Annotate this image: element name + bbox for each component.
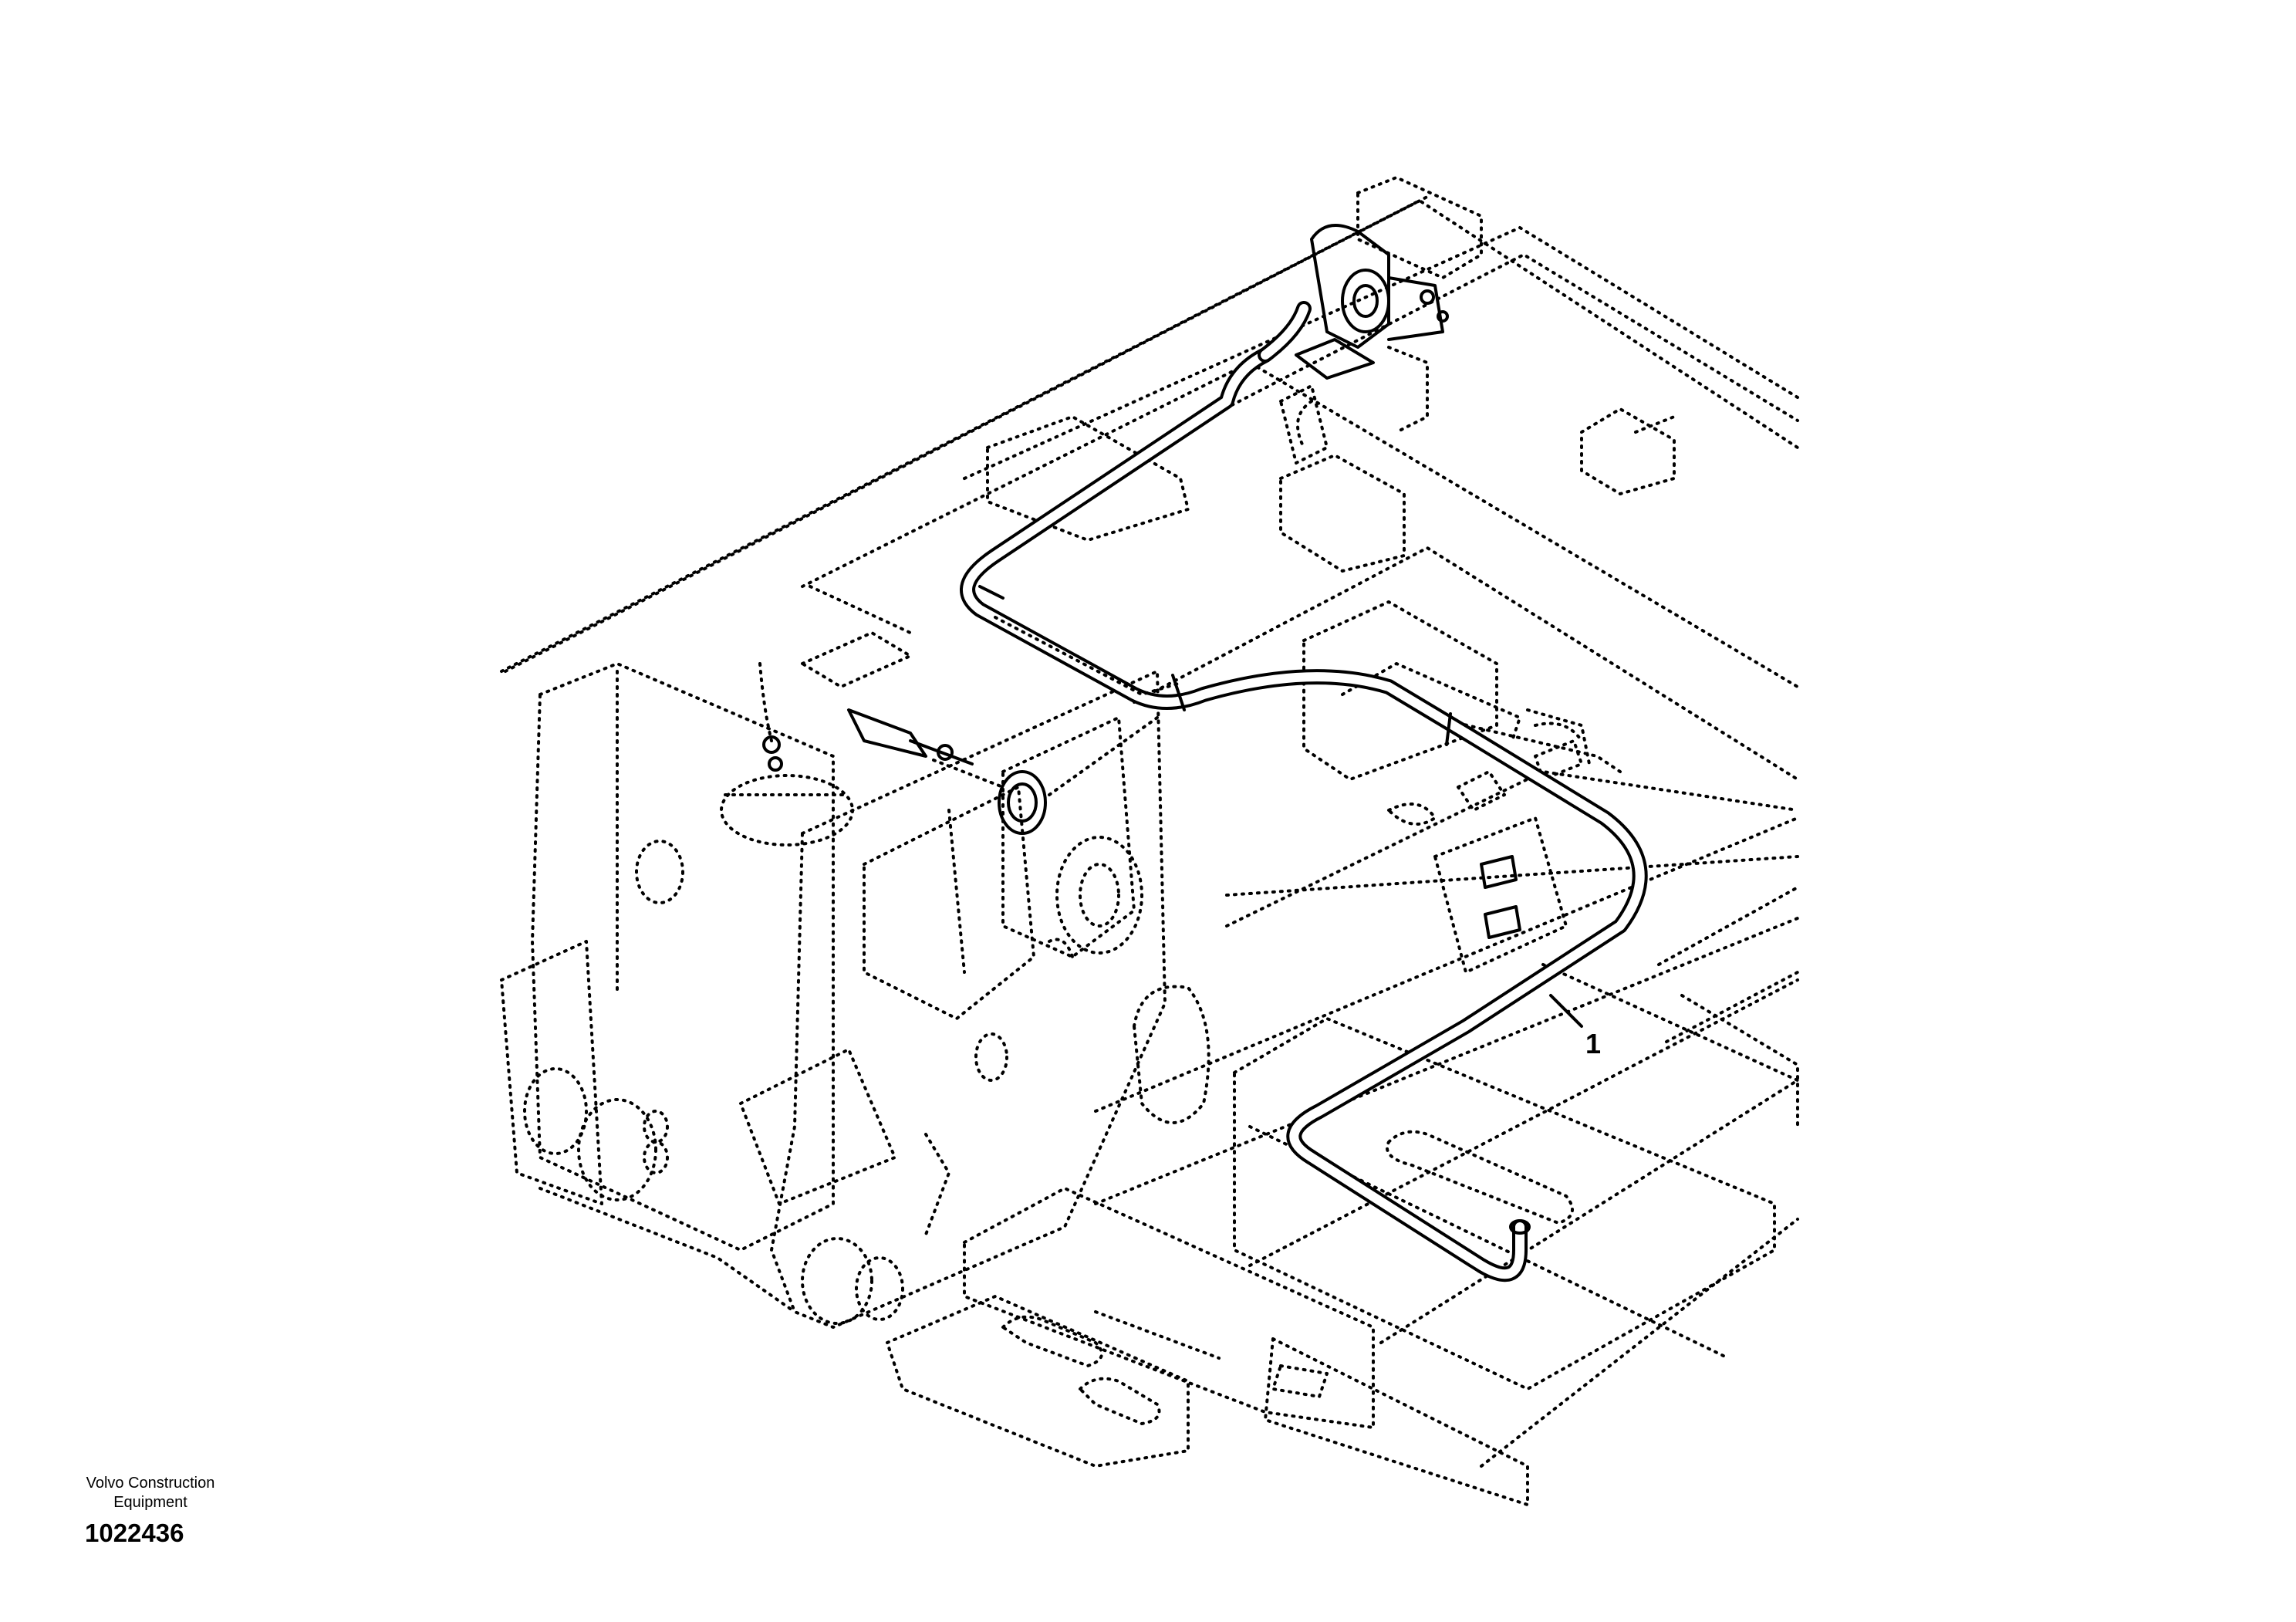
connector-fittings — [758, 662, 1159, 835]
callout-label: 1 — [1585, 1028, 1601, 1059]
company-name-line2: Equipment — [113, 1494, 187, 1511]
hose-part-1 — [960, 301, 1648, 1282]
caption-block: Volvo Construction Equipment — [54, 1474, 247, 1512]
company-name-line1: Volvo Construction — [86, 1475, 215, 1492]
callout-1: 1 — [1549, 994, 1601, 1059]
control-valve-assembly — [1295, 176, 1483, 449]
drawing-number: 1022436 — [85, 1519, 184, 1547]
chassis-frame — [500, 195, 1799, 1506]
